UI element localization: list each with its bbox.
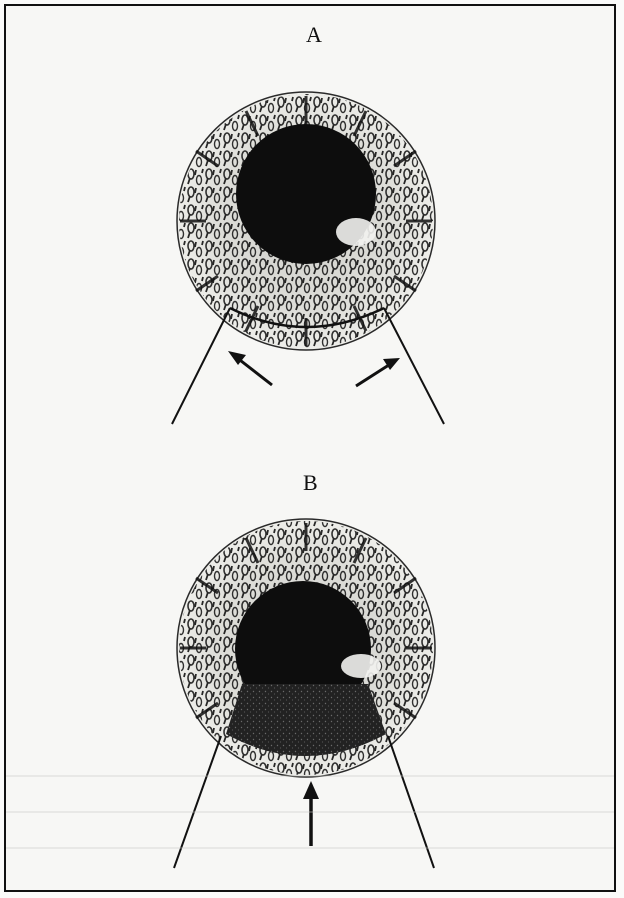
figure-frame: A B bbox=[4, 4, 616, 892]
dark-lower-sector-b bbox=[226, 684, 386, 756]
light-reflex-a bbox=[336, 218, 376, 246]
panel-label-b: B bbox=[303, 472, 318, 494]
light-reflex-b bbox=[341, 654, 381, 678]
arrow-up-left-icon bbox=[228, 351, 272, 385]
panel-label-a: A bbox=[306, 24, 322, 46]
arrow-up-right-icon bbox=[356, 358, 400, 386]
eye-a bbox=[172, 92, 444, 424]
diagram-canvas bbox=[6, 6, 616, 892]
arrow-up-icon bbox=[303, 781, 319, 846]
eye-b bbox=[174, 519, 435, 868]
light-cone-left-a bbox=[172, 308, 230, 424]
